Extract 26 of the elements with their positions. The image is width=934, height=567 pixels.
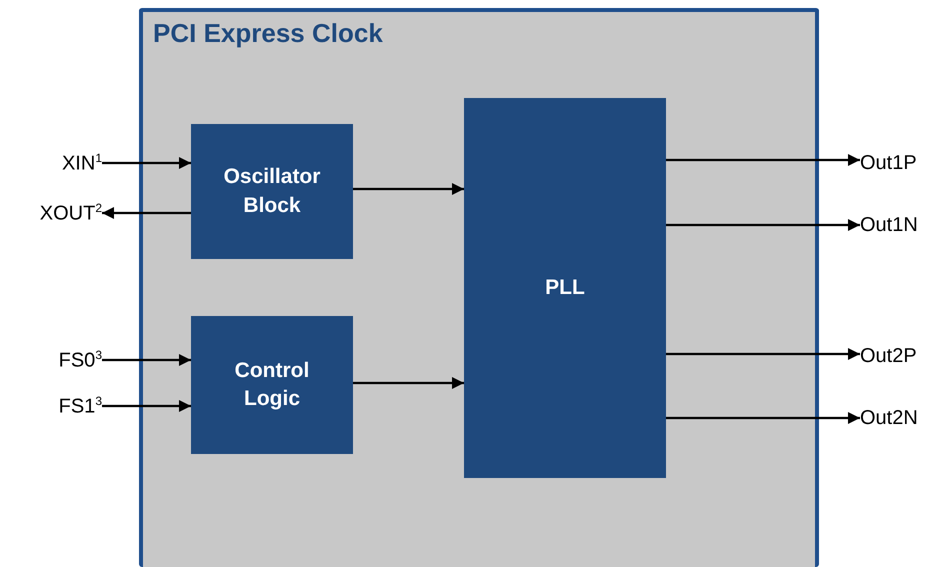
arrow bbox=[353, 377, 464, 389]
signal-label: Out1P bbox=[860, 152, 917, 174]
container-box bbox=[139, 8, 819, 567]
signal-label: XIN$^{1}$ bbox=[62, 150, 102, 176]
process-box bbox=[464, 98, 666, 478]
process-box bbox=[191, 316, 353, 454]
arrow bbox=[353, 183, 464, 195]
arrow bbox=[102, 400, 191, 412]
arrow bbox=[666, 348, 860, 360]
process-box bbox=[191, 124, 353, 259]
signal-label: FS0$^{3}$ bbox=[58, 348, 102, 372]
block-label: PLL bbox=[545, 274, 585, 301]
arrow bbox=[102, 354, 191, 366]
signal-label: XOUT$^{2}$ bbox=[40, 200, 102, 226]
arrow bbox=[666, 154, 860, 166]
signal-label: FS1$^{3}$ bbox=[58, 394, 102, 418]
block-label: Control Logic bbox=[234, 358, 310, 412]
signal-label: Out1N bbox=[860, 214, 918, 236]
signal-label: Out2P bbox=[860, 344, 917, 368]
arrow bbox=[102, 157, 191, 169]
arrow bbox=[102, 207, 191, 219]
signal-label: Out2N bbox=[860, 406, 918, 430]
block-label: Oscillator Block bbox=[222, 164, 322, 218]
arrow bbox=[666, 412, 860, 424]
node-label: PCI Express Clock bbox=[153, 18, 383, 49]
arrow bbox=[666, 219, 860, 231]
